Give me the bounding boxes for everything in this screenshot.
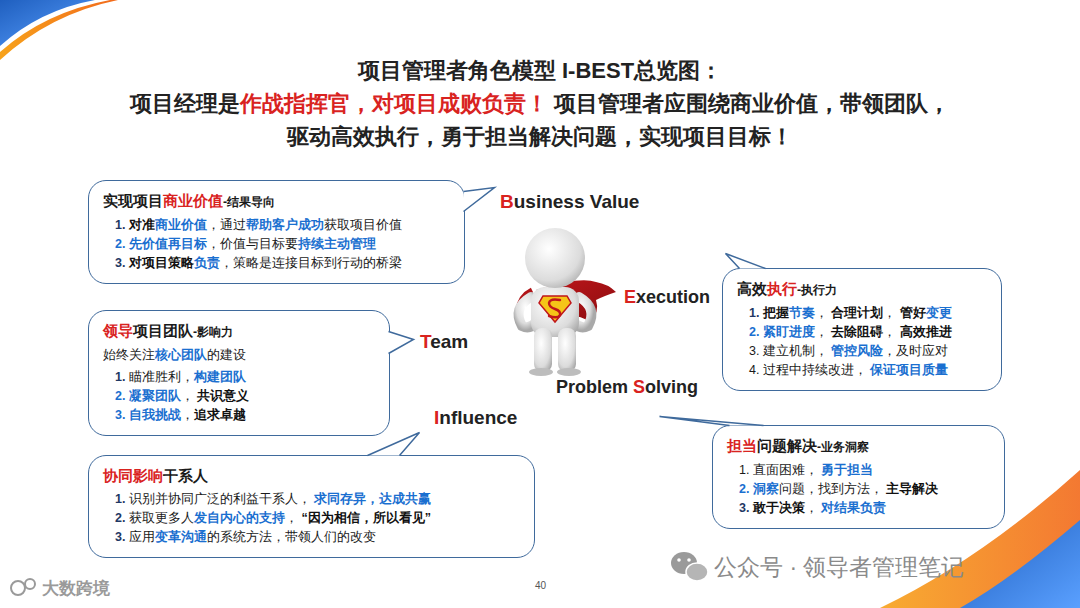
callout-heading: 高效执行-执行力 (737, 278, 987, 301)
callout-bubble: 实现项目商业价值-结果导向 1. 对准商业价值，通过帮助客户成功获取项目价值2. … (88, 180, 465, 284)
callout-bubble: 担当问题解决-业务洞察 1. 直面困难， 勇于担当2. 洞察问题，找到方法， 主导… (712, 425, 1005, 529)
bullet-text: 3. 对项目策略负责，策略是连接目标到行动的桥梁 (103, 254, 450, 273)
brand-logo (11, 579, 35, 595)
bullet-text: 1. 对准商业价值，通过帮助客户成功获取项目价值 (103, 216, 450, 235)
callout-heading: 领导项目团队-影响力 (103, 320, 375, 343)
callout-heading: 协同影响干系人 (103, 465, 520, 487)
bubble-tail-fill (389, 332, 414, 354)
bullet-text: 2. 紧盯进度， 去除阻碍， 高效推进 (737, 323, 987, 342)
bubble-tail-outline (368, 433, 420, 456)
bubble-tail-fill (660, 417, 764, 426)
page-number: 40 (535, 580, 546, 591)
bullet-text: 2. 凝聚团队， 共识意义 (103, 387, 375, 406)
wechat-icon (671, 552, 708, 581)
bullet-text: 1. 识别并协同广泛的利益干系人， 求同存异，达成共赢 (103, 490, 520, 509)
callout-bubble: 领导项目团队-影响力始终关注核心团队的建设 1. 瞄准胜利，构建团队2. 凝聚团队… (88, 310, 390, 436)
bullet-text: 3. 应用变革沟通的系统方法，带领人们的改变 (103, 528, 520, 547)
watermark: 公众号 · 领导者管理笔记 (714, 552, 964, 583)
bullet-text: 3. 建立机制， 管控风险，及时应对 (737, 342, 987, 361)
bullet-text: 1. 把握节奏， 合理计划， 管好变更 (737, 304, 987, 323)
corner-swoosh (0, 0, 118, 60)
bullet-text: 2. 洞察问题，找到方法， 主导解决 (727, 480, 990, 499)
callout-bubble: 高效执行-执行力 1. 把握节奏， 合理计划， 管好变更2. 紧盯进度， 去除阻碍… (722, 268, 1002, 391)
bubble-tail-outline (389, 332, 414, 354)
bullet-text: 3. 敢于决策， 对结果负责 (727, 499, 990, 518)
slide-title: 项目管理者角色模型 I-BEST总览图： 项目经理是作战指挥官，对项目成败负责！… (40, 54, 1040, 153)
role-label: Problem Solving (556, 377, 698, 398)
bullet-text: 4. 过程中持续改进， 保证项目质量 (737, 361, 987, 380)
bullet-text: 1. 瞄准胜利，构建团队 (103, 368, 375, 387)
bubble-tail-fill (464, 188, 495, 212)
bubble-tail-outline (464, 188, 495, 212)
bullet-text: 2. 先价值再目标，价值与目标要持续主动管理 (103, 235, 450, 254)
callout-intro: 始终关注核心团队的建设 (103, 346, 375, 365)
role-label: Influence (434, 407, 517, 429)
role-label: Team (420, 331, 468, 353)
bullet-text: 1. 直面困难， 勇于担当 (727, 461, 990, 480)
callout-bubble: 协同影响干系人 1. 识别并协同广泛的利益干系人， 求同存异，达成共赢2. 获取更… (88, 455, 535, 558)
corner-swoosh (960, 520, 1080, 608)
bullet-text: 3. 自我挑战，追求卓越 (103, 406, 375, 425)
watermark: 大数跨境 (42, 577, 110, 600)
callout-heading: 担当问题解决-业务洞察 (727, 435, 990, 458)
bubble-tail-fill (368, 433, 420, 456)
bubble-tail-outline (726, 254, 766, 269)
bubble-tail-outline (660, 417, 764, 426)
callout-heading: 实现项目商业价值-结果导向 (103, 190, 450, 213)
role-label: Execution (624, 287, 710, 308)
bubble-tail-fill (726, 254, 766, 269)
bullet-text: 2. 获取更多人发自内心的支持， “因为相信，所以看见” (103, 509, 520, 528)
role-label: Business Value (500, 191, 639, 213)
